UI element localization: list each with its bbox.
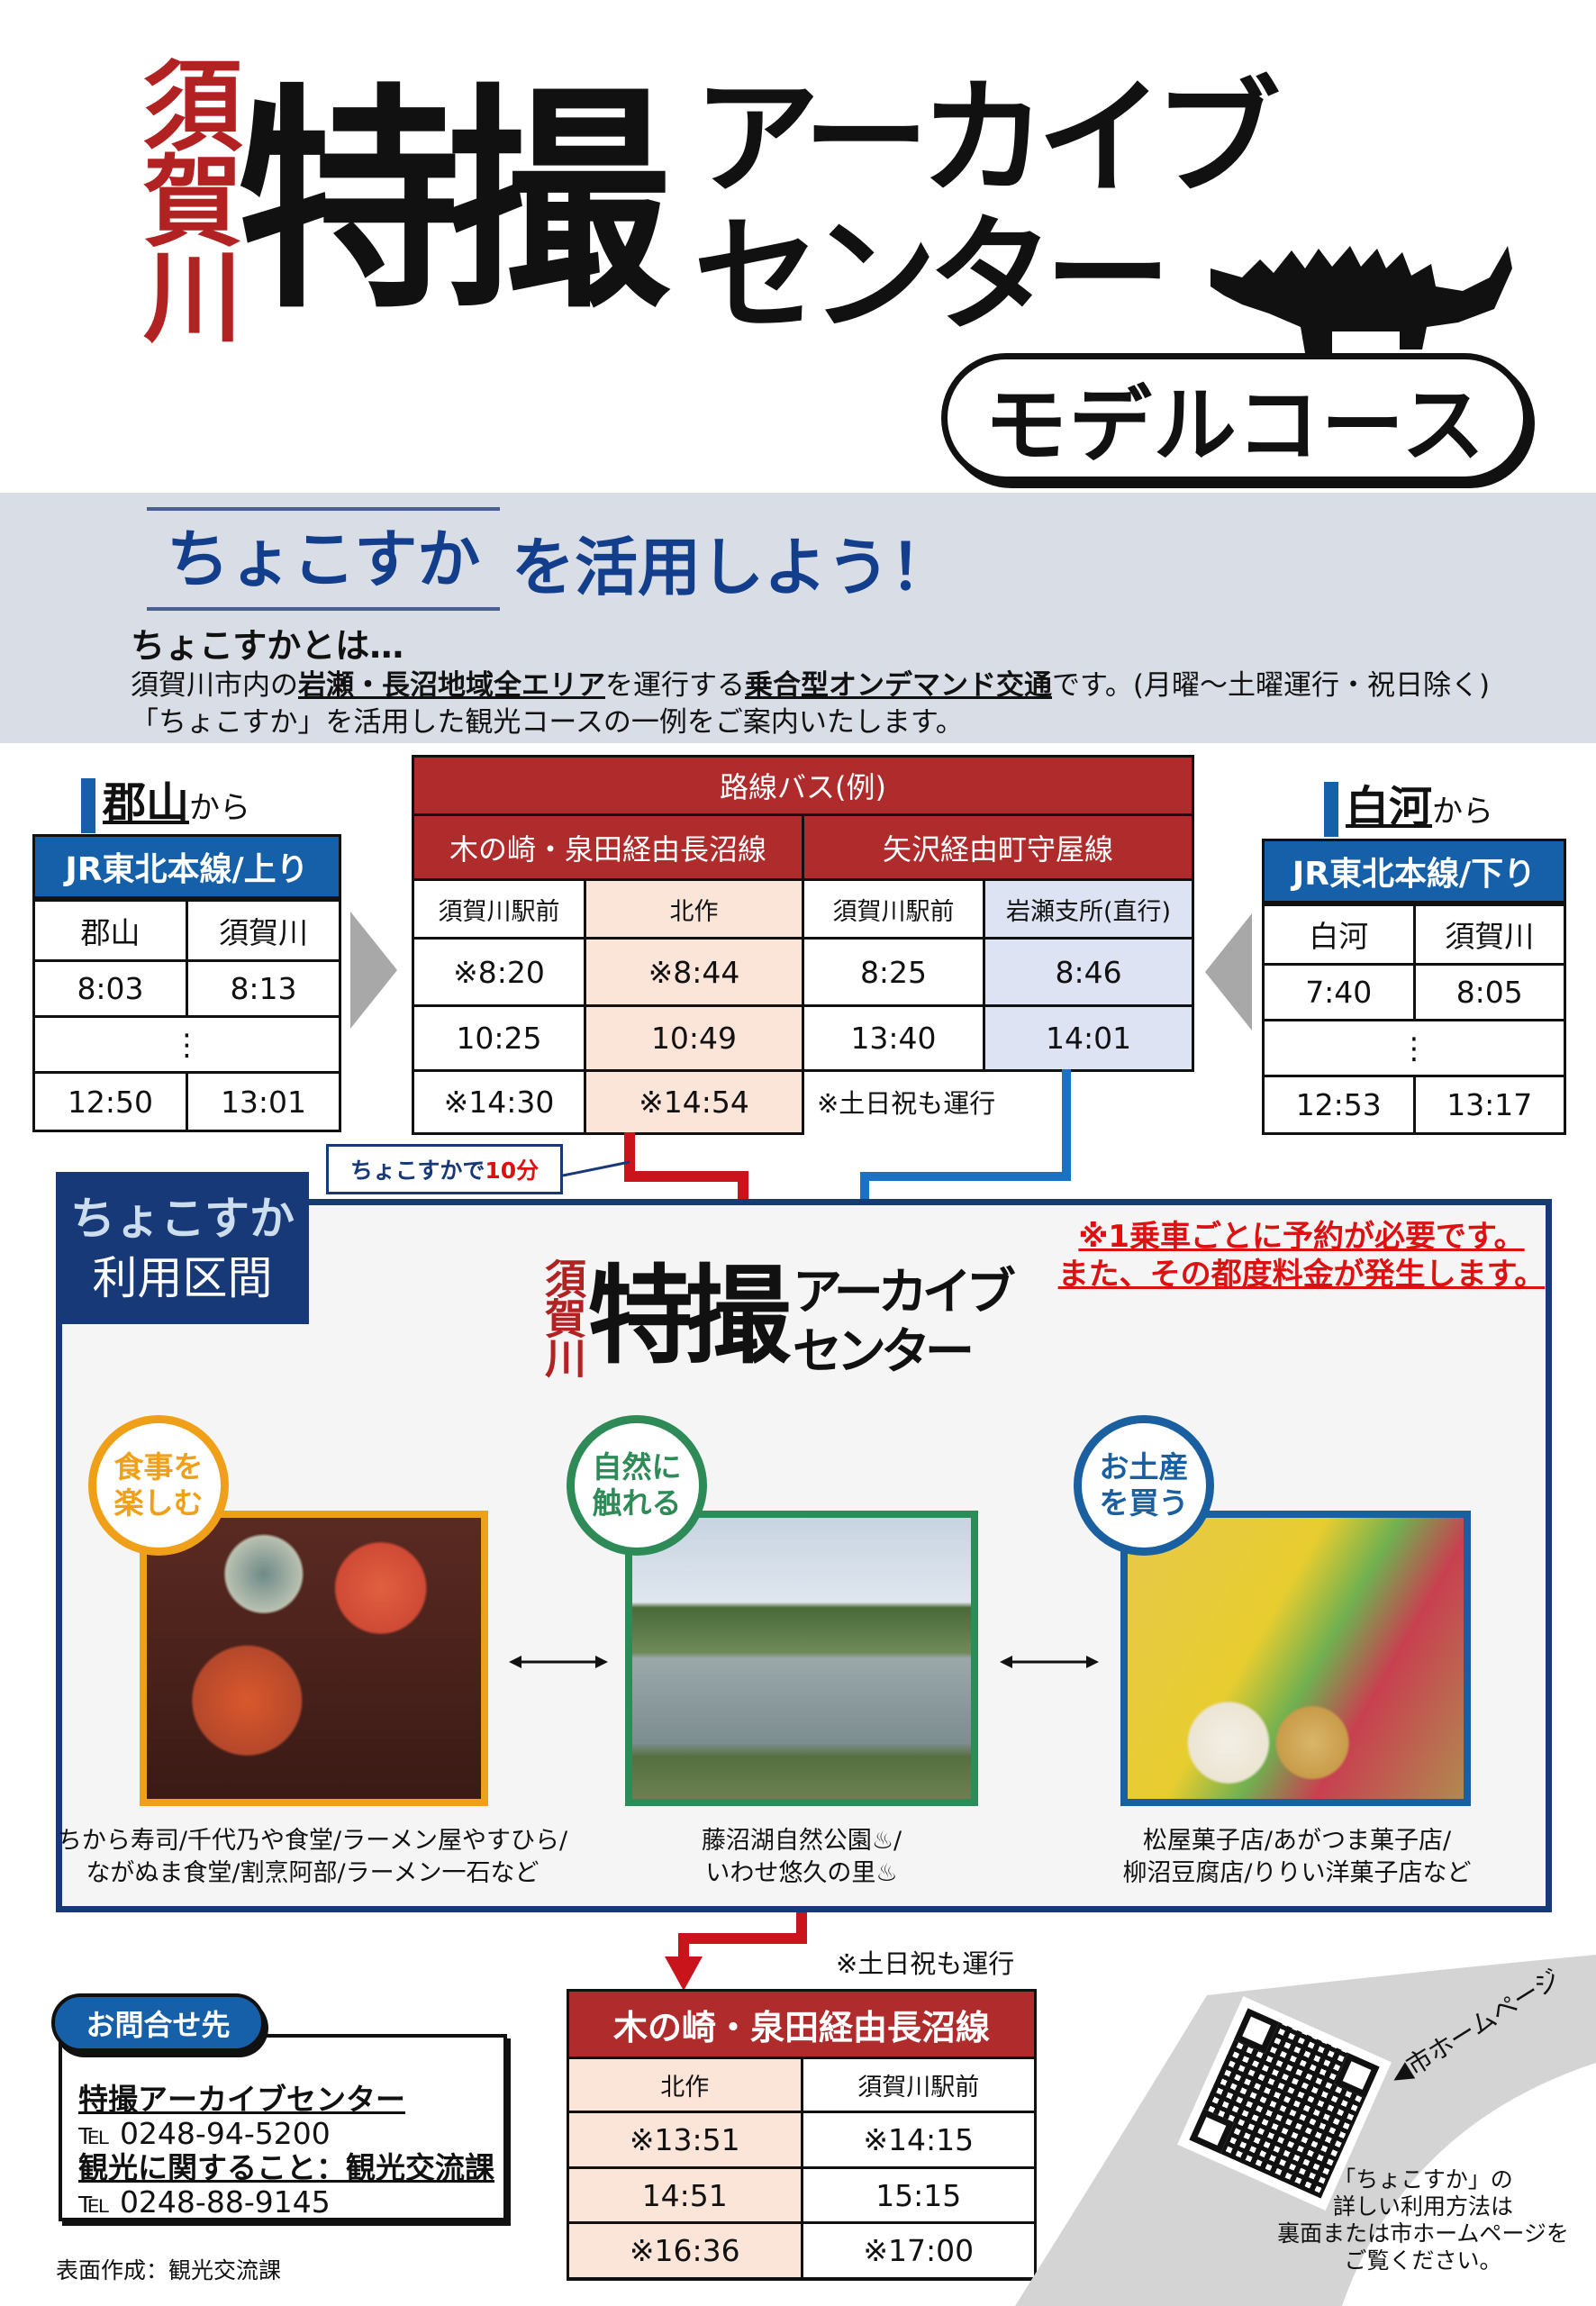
title-archive: アーカイブ xyxy=(694,66,1281,213)
badge-food: 食事を楽しむ xyxy=(88,1415,229,1556)
table-row: ⋮ xyxy=(1262,1019,1566,1077)
qr-finder xyxy=(1233,2008,1280,2054)
archive-center-logo: 須賀川 特撮 アーカイブ センター xyxy=(539,1254,1016,1380)
qr-caption: 「ちょこすか」の詳しい利用方法は裏面または市ホームページをご覧ください。 xyxy=(1277,2166,1569,2274)
nature-caption: 藤沼湖自然公園♨/いわせ悠久の里♨ xyxy=(701,1827,902,1887)
badge-souvenir: お土産を買う xyxy=(1074,1415,1214,1556)
sweets-photo xyxy=(1120,1511,1471,1806)
shirakawa-heading: 白河から xyxy=(1324,782,1493,837)
contact-org-1: 特撮アーカイブセンター xyxy=(78,2082,405,2117)
col-header: 須賀川駅前 xyxy=(802,878,985,940)
callout-line xyxy=(562,1160,630,1177)
intro-heading: ちょこすかとは… xyxy=(131,626,404,666)
title-tokusatsu: 特撮 xyxy=(236,64,670,340)
bus-title: 路線バス(例) xyxy=(411,755,1195,816)
food-photo xyxy=(140,1511,488,1806)
red-return-arrow-icon xyxy=(665,1956,703,1991)
contact-tel-2[interactable]: ℡ 0248-88-9145 xyxy=(78,2184,331,2220)
arrow-right-icon xyxy=(350,912,397,1029)
col-header: 北作 xyxy=(567,2056,803,2113)
return-bus-note: ※土日祝も運行 xyxy=(836,1948,1015,1979)
intro-headline: を活用しよう！ xyxy=(512,531,953,604)
reservation-notice: ※1乗車ごとに予約が必要です。また、その都度料金が発生します。 xyxy=(1057,1219,1546,1293)
col-header: 須賀川駅前 xyxy=(800,2056,1037,2113)
title-center: センター xyxy=(694,203,1171,350)
col-header: 須賀川駅前 xyxy=(412,878,586,940)
intro-line-1: 須賀川市内の岩瀬・長沼地域全エリアを運行する乗合型オンデマンド交通です。(月曜～… xyxy=(131,669,1491,702)
double-arrow-icon xyxy=(509,1656,608,1668)
souvenir-caption: 松屋菓子店/あがつま菓子店/柳沼豆腐店/りりい洋菓子店など xyxy=(1122,1827,1472,1887)
shirakawa-line-name: JR東北本線/下り xyxy=(1262,839,1566,906)
model-course-badge: モデルコース xyxy=(941,353,1529,483)
intro-band xyxy=(0,493,1596,743)
koriyama-line-name: JR東北本線/上り xyxy=(32,834,341,902)
badge-nature: 自然に触れる xyxy=(567,1415,707,1556)
col-header: 岩瀬支所(直行) xyxy=(982,878,1195,940)
credit: 表面作成：観光交流課 xyxy=(56,2257,282,2283)
table-row: ※16:36※17:00 xyxy=(567,2221,1037,2280)
col-header: 須賀川 xyxy=(1412,902,1566,966)
return-route-name: 木の崎・泉田経由長沼線 xyxy=(567,1989,1037,2059)
city-homepage-link[interactable]: ◀市ホームページ xyxy=(1384,1963,1566,2092)
table-row: ※13:51※14:15 xyxy=(567,2111,1037,2169)
chokosuka-logo: ちょこすか xyxy=(147,507,500,611)
qr-finder xyxy=(1189,2108,1235,2155)
route-a-name: 木の崎・泉田経由長沼線 xyxy=(412,813,804,881)
contact-org-2: 観光に関すること：観光交流課 xyxy=(78,2150,494,2185)
lake-photo xyxy=(625,1511,978,1806)
bus-timetable: 路線バス(例) 木の崎・泉田経由長沼線矢沢経由町守屋線 須賀川駅前北作須賀川駅前… xyxy=(411,755,1195,1135)
col-header: 北作 xyxy=(584,878,804,940)
arrow-left-icon xyxy=(1205,913,1252,1030)
col-header: 須賀川 xyxy=(186,897,341,962)
contact-box: 特撮アーカイブセンター ℡ 0248-94-5200 観光に関すること：観光交流… xyxy=(59,2034,507,2221)
contact-tel-1[interactable]: ℡ 0248-94-5200 xyxy=(78,2116,331,2151)
double-arrow-icon xyxy=(1000,1656,1099,1668)
route-b-name: 矢沢経由町守屋線 xyxy=(801,813,1195,881)
red-return-line xyxy=(678,1912,807,1962)
koriyama-heading: 郡山から xyxy=(81,778,250,833)
contact-label: お問合せ先 xyxy=(51,1993,265,2052)
title-sukagawa: 須賀川 xyxy=(126,54,242,340)
col-header: 郡山 xyxy=(32,897,188,962)
bus-note: ※土日祝も運行 xyxy=(803,1069,1193,1134)
qr-finder xyxy=(1334,2052,1380,2099)
table-row: ※14:30※14:54※土日祝も運行 xyxy=(412,1069,1193,1135)
kaiju-silhouette-icon xyxy=(1211,246,1512,353)
table-row: ⋮ xyxy=(32,1015,341,1074)
food-caption: ちから寿司/千代乃や食堂/ラーメン屋やすひら/ながぬま食堂/割烹阿部/ラーメン一… xyxy=(57,1827,568,1887)
service-area-label: ちょこすか利用区間 xyxy=(56,1172,309,1324)
intro-line-2: 「ちょこすか」を活用した観光コースの一例をご案内いたします。 xyxy=(131,706,964,739)
col-header: 白河 xyxy=(1262,902,1416,966)
